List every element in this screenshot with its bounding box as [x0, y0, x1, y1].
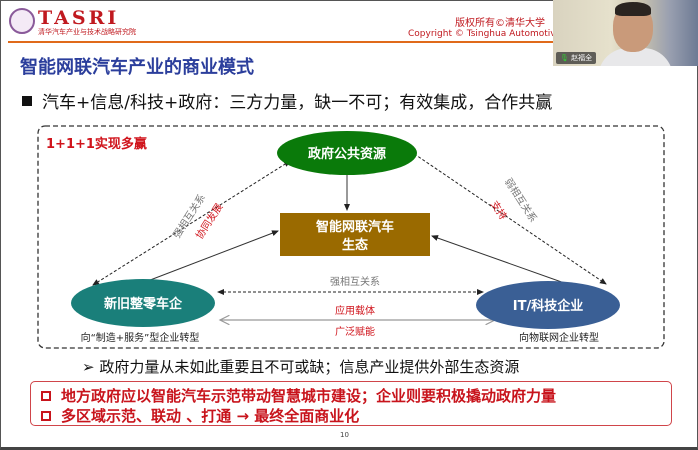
key-point-text: 地方政府应以智能汽车示范带动智慧城市建设；企业则要积极撬动政府力量	[61, 387, 557, 405]
automakers-node	[71, 279, 215, 327]
square-bullet-icon	[41, 411, 51, 421]
bottom-red-label-1: 应用载体	[335, 304, 375, 317]
it-to-eco-arrow	[431, 235, 571, 286]
eco-label-2: 生态	[342, 237, 368, 253]
square-bullet-icon	[22, 96, 32, 106]
key-points-box: 地方政府应以智能汽车示范带动智慧城市建设；企业则要积极撬动政府力量 多区域示范、…	[30, 381, 672, 426]
person-hair	[615, 2, 651, 16]
automakers-note: 向“制造+服务”型企业转型	[81, 331, 200, 344]
main-bullet-text: 汽车+信息/科技+政府：三方力量，缺一不可；有效集成，合作共赢	[42, 93, 553, 113]
it-note: 向物联网企业转型	[519, 331, 599, 344]
eco-label-1: 智能网联汽车	[316, 219, 394, 235]
right-relation-arrow	[409, 150, 607, 285]
automakers-label: 新旧整零车企	[104, 296, 183, 312]
gov-node	[277, 131, 417, 175]
copyright-en: Copyright © Tsinghua Automotive St	[408, 29, 558, 39]
sub-bullet: ➢ 政府力量从未如此重要且不可或缺；信息产业提供外部生态资源	[82, 356, 519, 377]
logo-name: TASRI	[38, 7, 120, 29]
arrow-bullet-icon: ➢	[82, 358, 100, 376]
it-label: IT/科技企业	[513, 298, 583, 314]
slide-title: 智能网联汽车产业的商业模式	[20, 57, 254, 78]
right-relation-red: 支持	[488, 198, 510, 222]
it-node	[476, 281, 620, 329]
page-number: 10	[340, 431, 349, 439]
person-body	[598, 48, 673, 66]
gov-label: 政府公共资源	[308, 146, 386, 162]
left-relation-arrow	[92, 160, 291, 286]
key-point: 多区域示范、联动 、打通 → 最终全面商业化	[41, 405, 359, 426]
corner-label: 1+1+1实现多赢	[46, 136, 147, 152]
key-point: 地方政府应以智能汽车示范带动智慧城市建设；企业则要积极撬动政府力量	[41, 385, 556, 406]
participant-name: 赵福全	[571, 54, 593, 62]
header-divider	[8, 41, 553, 43]
bottom-red-label-2: 广泛赋能	[335, 325, 375, 338]
bottom-relation-label: 强相互关系	[330, 275, 380, 288]
main-bullet: 汽车+信息/科技+政府：三方力量，缺一不可；有效集成，合作共赢	[22, 88, 552, 113]
webcam-video[interactable]: 🎙 赵福全	[553, 0, 698, 66]
dashed-frame	[37, 125, 665, 349]
logo-subtitle: 清华汽车产业与技术战略研究院	[38, 28, 136, 36]
microphone-icon: 🎙	[560, 54, 569, 62]
auto-to-eco-arrow	[144, 230, 279, 283]
key-point-text: 多区域示范、联动 、打通 → 最终全面商业化	[61, 407, 360, 425]
eco-node	[280, 213, 430, 256]
sub-bullet-text: 政府力量从未如此重要且不可或缺；信息产业提供外部生态资源	[99, 358, 520, 376]
square-bullet-icon	[41, 391, 51, 401]
copyright-cn: 版权所有©清华大学	[455, 18, 545, 29]
tsinghua-seal-logo	[9, 8, 35, 34]
participant-label: 🎙 赵福全	[556, 52, 597, 64]
